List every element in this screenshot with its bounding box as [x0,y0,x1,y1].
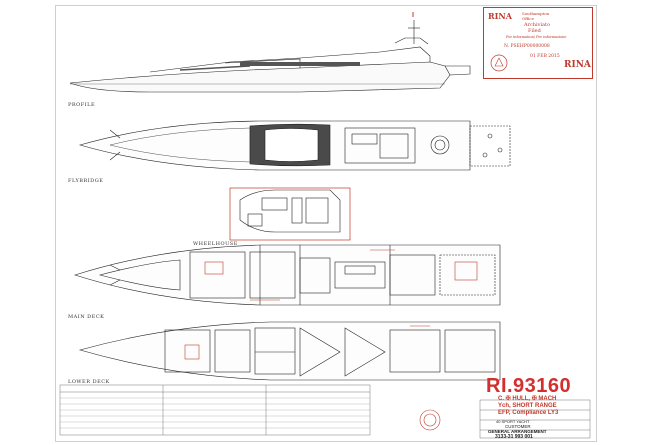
title-number: 3133-31 993 001 [495,434,533,440]
stamp-ref: N. PSEHP00000008 [504,44,550,49]
title-owner: CUSTOMER [505,424,531,429]
label-wheelhouse: WHEELHOUSE [193,241,238,247]
title-drawing: GENERAL ARRANGEMENT [488,429,547,434]
stamp-note: For information/ Per informazione [506,35,567,39]
label-flybridge: FLYBRIDGE [68,178,104,184]
flybridge-plan [78,120,511,171]
stamp-date: 01 FEB 2015 [530,54,560,59]
lower-deck-redlines [184,325,430,360]
label-main-deck: MAIN DECK [68,314,105,320]
wheelhouse-plan [229,187,351,241]
approval-line-1: C. ✠ HULL, ✠ MACH [498,396,557,402]
profile-view [69,20,471,93]
stamp-org: RINA [488,11,512,21]
stamp-status-1: Archiviato [524,22,551,28]
stamp-logo-text: RINA [564,60,591,70]
main-deck-plan [74,244,501,306]
label-profile: PROFILE [68,102,96,108]
rina-stamp: RINA Southampton Office Archiviato Filed… [483,7,593,79]
main-deck-redlines [204,249,478,301]
title-vessel: 40 SPORT YACHT [496,419,530,424]
stamp-status-2: Filed [528,28,541,34]
rina-emblem [490,54,508,72]
title-block-frame [479,399,591,439]
label-lower-deck: LOWER DECK [68,379,110,385]
stamp-office: Southampton Office [522,11,550,21]
approval-line-2: Y⁠ch, SHORT RANGE [498,403,557,409]
approval-line-3: EFP, Compliance LY3 [498,410,559,416]
lower-deck-plan [78,321,501,381]
approval-logo [419,409,441,431]
approval-number: RI.93160 [486,375,572,397]
revision-table [59,384,371,436]
